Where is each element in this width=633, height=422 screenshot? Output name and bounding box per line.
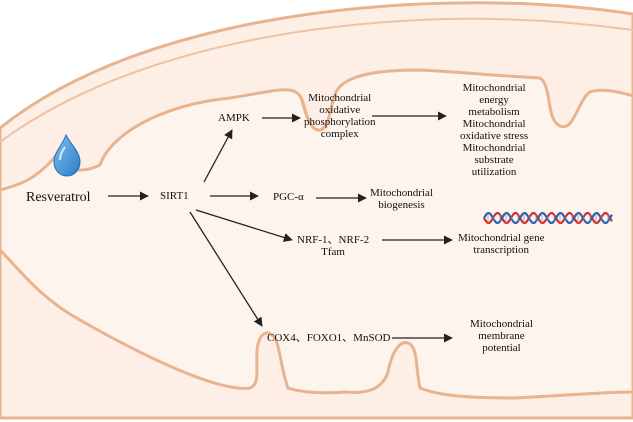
water-drop-icon <box>53 133 81 177</box>
node-ampk: AMPK <box>218 112 250 124</box>
dna-helix-icon <box>483 211 613 225</box>
node-pgc: PGC-α <box>273 191 304 203</box>
node-resveratrol: Resveratrol <box>26 190 91 205</box>
node-gene-transcription: Mitochondrial gene transcription <box>458 232 545 256</box>
outer-membrane-inner-line <box>0 17 633 143</box>
node-energy-stress-substrate: Mitochondrial energy metabolism Mitochon… <box>460 82 529 178</box>
node-sirt1: SIRT1 <box>160 190 189 202</box>
node-membrane-potential: Mitochondrial membrane potential <box>470 318 533 354</box>
node-biogenesis: Mitochondrial biogenesis <box>370 187 433 211</box>
arrow-sirt1-ampk <box>203 129 233 183</box>
crista-upper <box>299 91 337 131</box>
node-nrf-tfam: NRF-1、NRF-2 Tfam <box>297 234 370 258</box>
arrow-sirt1-cox <box>189 211 263 327</box>
node-oxphos-complex: Mitochondrial oxidative phosphorylation … <box>304 92 376 140</box>
arrow-sirt1-nrf <box>195 209 293 242</box>
node-cox-foxo-mnsod: COX4、FOXO1、MnSOD <box>267 332 391 344</box>
